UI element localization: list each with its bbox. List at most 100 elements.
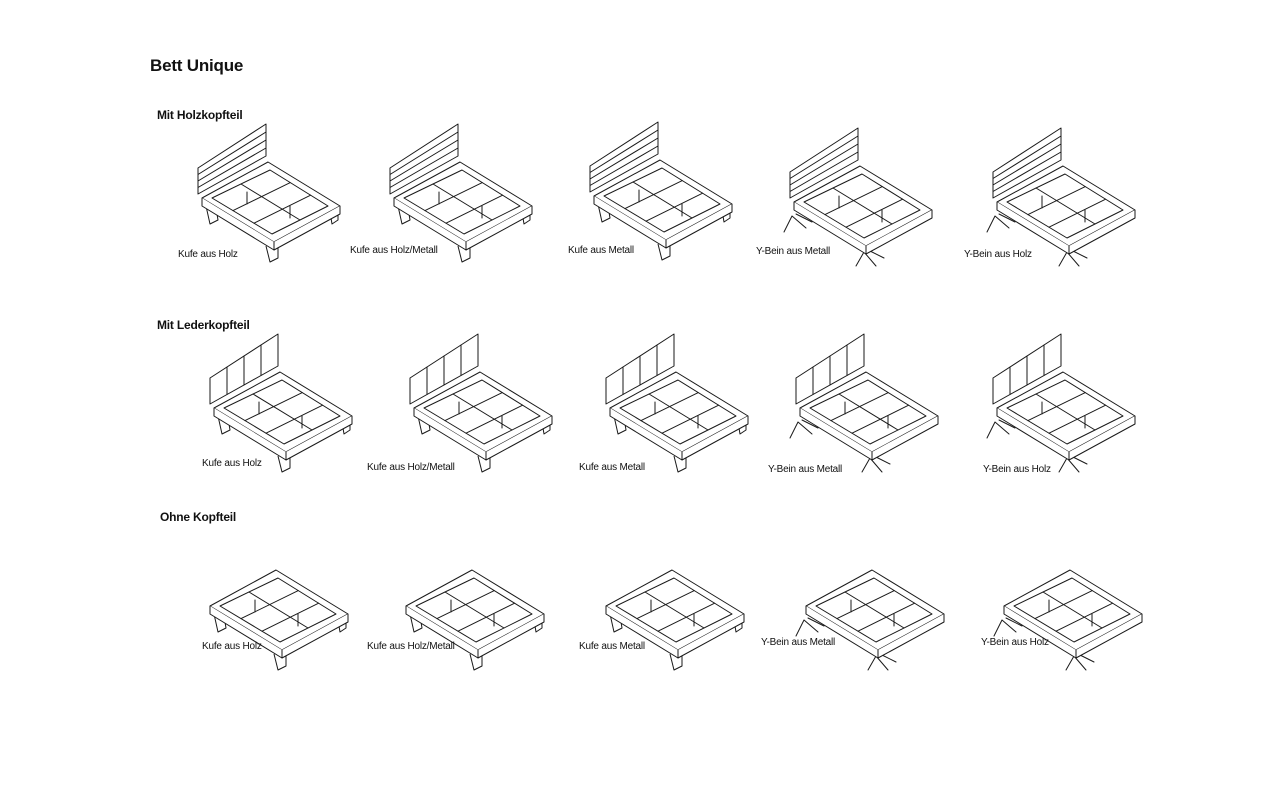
headboard-plank xyxy=(589,129,659,173)
frame-inner xyxy=(1006,173,1124,239)
frame-side-front xyxy=(865,210,933,255)
headboard-plank xyxy=(789,151,859,192)
headboard-plank xyxy=(589,145,659,186)
headboard-plank xyxy=(389,139,459,182)
headboard-plank xyxy=(389,131,459,175)
bed-drawing xyxy=(772,124,947,269)
bed-frame-svg xyxy=(605,569,745,671)
headboard-plank xyxy=(589,137,659,180)
bed-frame-svg xyxy=(389,123,533,263)
frame-side-front xyxy=(677,614,745,659)
section-title-holzkopfteil: Mit Holzkopfteil xyxy=(157,108,243,122)
frame-side-front xyxy=(1068,210,1136,255)
frame-side-front xyxy=(871,416,939,461)
bed-frame-svg xyxy=(783,127,933,267)
headboard-plank xyxy=(789,143,859,186)
section-title-ohne-kopfteil: Ohne Kopfteil xyxy=(160,510,237,524)
bed-caption: Kufe aus Metall xyxy=(579,641,645,652)
bed-frame-svg xyxy=(409,333,553,473)
bed-frame-svg xyxy=(209,569,349,671)
headboard-plank xyxy=(197,139,267,182)
leg-y xyxy=(867,653,897,671)
bed-frame-svg xyxy=(405,569,545,671)
bed-drawing xyxy=(192,330,367,475)
headboard-plank xyxy=(992,151,1062,192)
bed-caption: Kufe aus Holz/Metall xyxy=(367,462,455,473)
frame-inner xyxy=(815,577,933,643)
frame-inner xyxy=(803,173,921,239)
bed-caption: Y-Bein aus Metall xyxy=(756,246,831,257)
bed-drawing xyxy=(180,120,355,265)
headboard xyxy=(389,123,459,195)
bed-frame-svg xyxy=(986,333,1136,473)
headboard-plank xyxy=(197,131,267,175)
bed-caption: Kufe aus Metall xyxy=(568,245,634,256)
bed-drawing xyxy=(392,330,567,475)
frame-side-front xyxy=(285,416,353,461)
bed-drawing xyxy=(372,120,547,265)
bed-caption: Kufe aus Holz/Metall xyxy=(367,641,455,652)
headboard-plank xyxy=(992,135,1062,179)
headboard-plank xyxy=(389,147,459,188)
bed-caption: Kufe aus Holz xyxy=(202,458,262,469)
bed-caption: Kufe aus Holz xyxy=(178,249,238,260)
bed-caption: Y-Bein aus Holz xyxy=(981,637,1049,648)
frame-inner xyxy=(615,577,733,643)
bed-frame-svg xyxy=(789,333,939,473)
frame-inner xyxy=(423,379,541,445)
leg-y xyxy=(1058,455,1088,473)
frame-side-front xyxy=(273,206,341,251)
bed-frame-svg xyxy=(993,569,1143,671)
bed-frame-svg xyxy=(209,333,353,473)
bed-caption: Kufe aus Holz/Metall xyxy=(350,245,438,256)
bed-drawing xyxy=(588,330,763,475)
headboard-plank xyxy=(789,135,859,179)
leg-y xyxy=(986,419,1016,439)
leg-y xyxy=(855,249,885,267)
bed-frame-svg xyxy=(986,127,1136,267)
frame-inner xyxy=(415,577,533,643)
bed-caption: Kufe aus Holz xyxy=(202,641,262,652)
frame-inner xyxy=(211,169,329,235)
bed-drawing xyxy=(975,124,1150,269)
frame-side-front xyxy=(877,614,945,659)
headboard-plank xyxy=(197,147,267,188)
frame-side-front xyxy=(1075,614,1143,659)
frame-inner xyxy=(809,379,927,445)
leg-y xyxy=(795,617,825,637)
bed-drawing xyxy=(384,528,559,673)
frame-side-front xyxy=(681,416,749,461)
section-title-lederkopfteil: Mit Lederkopfteil xyxy=(157,318,250,332)
frame-side-front xyxy=(465,206,533,251)
leg-y xyxy=(1065,653,1095,671)
bed-caption: Kufe aus Metall xyxy=(579,462,645,473)
headboard xyxy=(589,121,659,193)
frame-inner xyxy=(603,167,721,233)
headboard-plank xyxy=(992,143,1062,186)
bed-frame-svg xyxy=(795,569,945,671)
bed-drawing xyxy=(188,528,363,673)
frame-inner xyxy=(1006,379,1124,445)
headboard xyxy=(197,123,267,195)
bed-drawing xyxy=(584,528,759,673)
frame-inner xyxy=(219,577,337,643)
bed-frame-svg xyxy=(589,121,733,261)
bed-caption: Y-Bein aus Holz xyxy=(964,249,1032,260)
bed-drawing xyxy=(572,118,747,263)
bed-frame-svg xyxy=(197,123,341,263)
leg-y xyxy=(1058,249,1088,267)
frame-side-front xyxy=(485,416,553,461)
frame-side-front xyxy=(665,204,733,249)
leg-y xyxy=(861,455,891,473)
leg-y xyxy=(789,419,819,439)
frame-inner xyxy=(223,379,341,445)
bed-drawing xyxy=(784,528,959,673)
frame-inner xyxy=(619,379,737,445)
frame-inner xyxy=(403,169,521,235)
page-title: Bett Unique xyxy=(150,56,244,75)
bed-caption: Y-Bein aus Holz xyxy=(983,464,1051,475)
bed-caption: Y-Bein aus Metall xyxy=(761,637,836,648)
frame-inner xyxy=(1013,577,1131,643)
leg-y xyxy=(986,213,1016,233)
headboard xyxy=(789,127,859,199)
